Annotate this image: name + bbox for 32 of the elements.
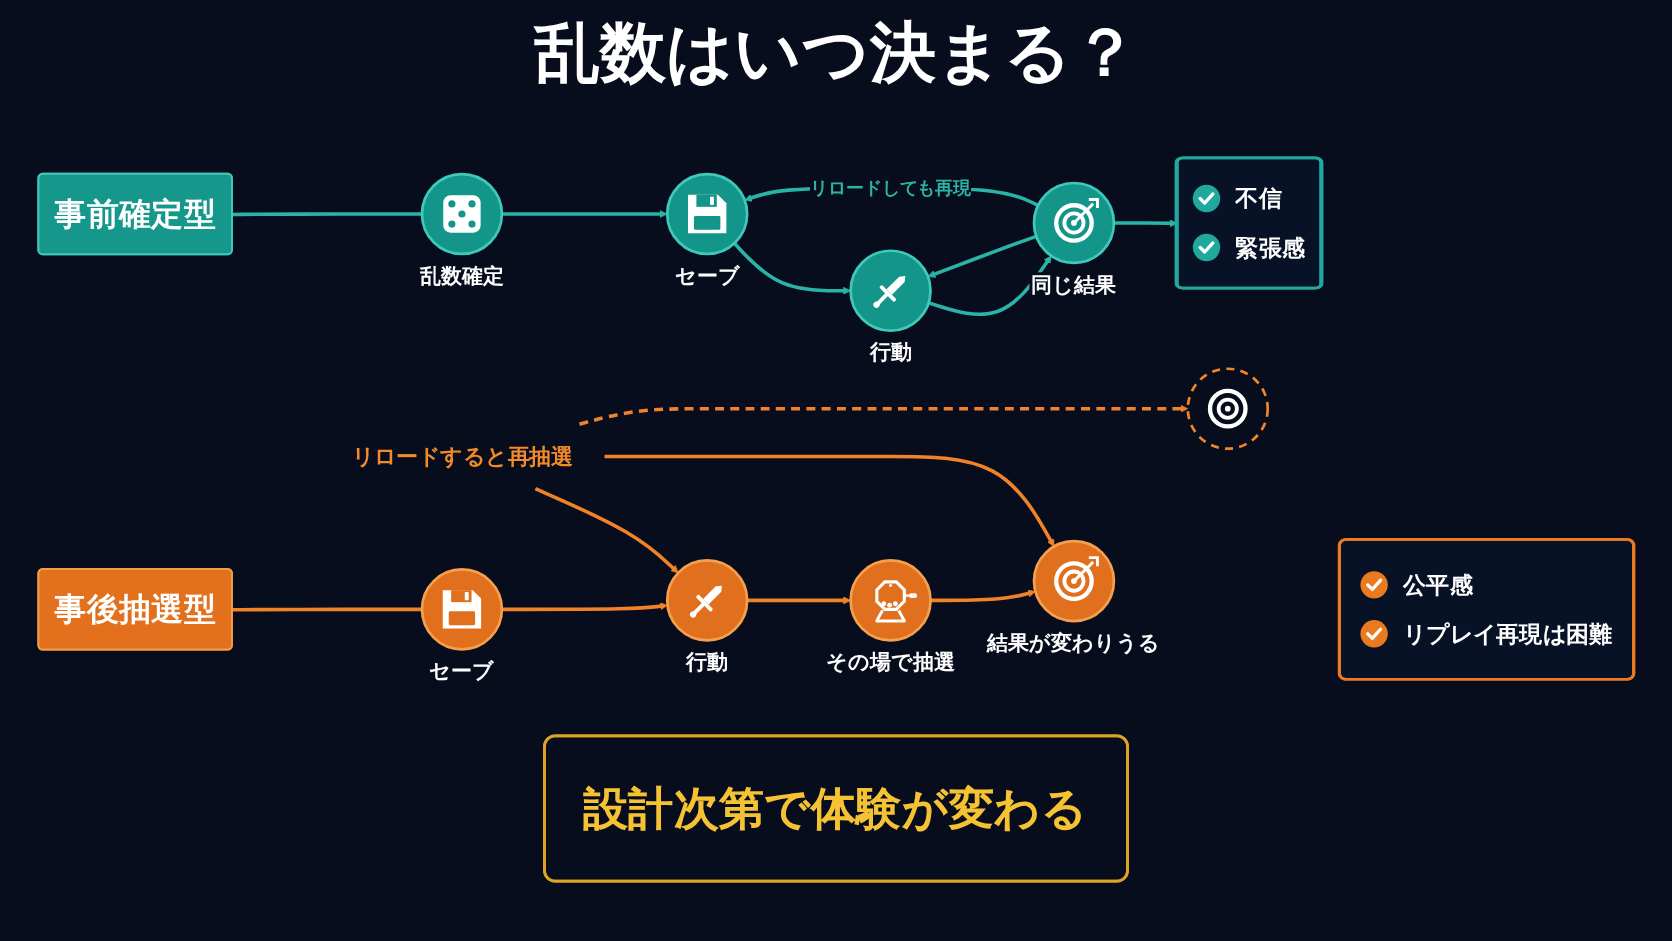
arrow [579,404,1189,426]
node-caption: 結果が変わりうる [987,630,1161,654]
title: 乱数はいつ決まる？ [534,14,1138,91]
node-circle [665,559,749,642]
arrow [927,234,1037,278]
node-circle [420,172,504,256]
node-caption: 同じ結果 [1031,272,1117,296]
arrow [930,589,1036,603]
node-caption: セーブ [429,659,495,682]
edge-label: リロードしても再現 [809,178,972,198]
arrow [604,454,1055,547]
node-text: リロードすると再抽選 [351,443,573,469]
arrow [747,596,851,605]
node-circle [849,249,932,333]
arrow [733,242,851,295]
node-caption: 乱数確定 [419,263,504,287]
node-caption: セーブ [674,263,740,287]
arrow [534,487,679,574]
arrow [501,210,668,218]
arrow [501,602,668,612]
node-caption: 行動 [686,650,729,673]
node-circle [665,172,749,256]
node-circle [849,559,932,642]
node-circle [420,568,504,651]
connector [232,607,422,612]
node-caption: 行動 [869,340,912,364]
node-circle [1032,539,1116,623]
arrow [928,255,1052,316]
node-circle [1186,367,1270,450]
node-caption: その場で抽選 [826,650,956,673]
node-circle [1032,181,1116,265]
connector [232,212,422,217]
